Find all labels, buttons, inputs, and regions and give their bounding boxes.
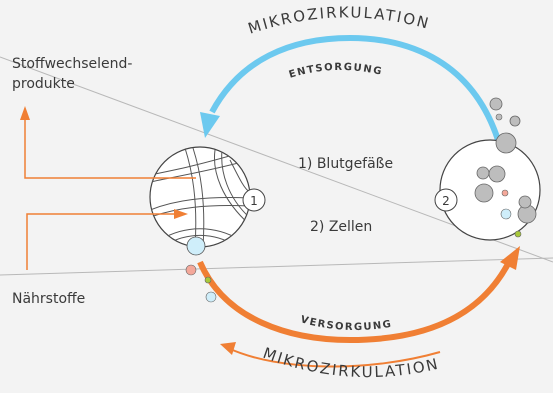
versorgung-label: VERSORGUNG [299,314,393,333]
marker-1: 1 [250,194,258,208]
arc-title-bottom: MIKROZIRKULATION [261,344,442,381]
legend-blutgefaesse: 1) Blutgefäße [298,156,393,172]
nutrient-particles [185,236,217,303]
cells-circle: 2 [434,139,541,241]
nutrient-arrow-head [174,209,188,219]
nutrient-arrow [26,213,175,270]
waste-particles [489,97,521,154]
waste-arrow [24,118,196,179]
marker-2: 2 [442,194,450,208]
label-naehrstoffe: Nährstoffe [12,291,85,307]
legend-zellen: 2) Zellen [310,219,372,235]
entsorgung-arc [200,34,501,141]
entsorgung-label: ENTSORGUNG [288,62,384,81]
blood-vessel-circle: 1 [149,146,266,248]
label-stoffwechsel-line2: produkte [12,76,75,92]
versorgung-arc [197,246,520,344]
label-stoffwechsel-line1: Stoffwechselend- [12,56,132,72]
guide-line-horizontal [0,257,553,276]
waste-arrow-head [20,106,30,120]
versorgung-thin-arc [220,342,441,368]
arc-title-top: MIKROZIRKULATION [246,3,432,37]
